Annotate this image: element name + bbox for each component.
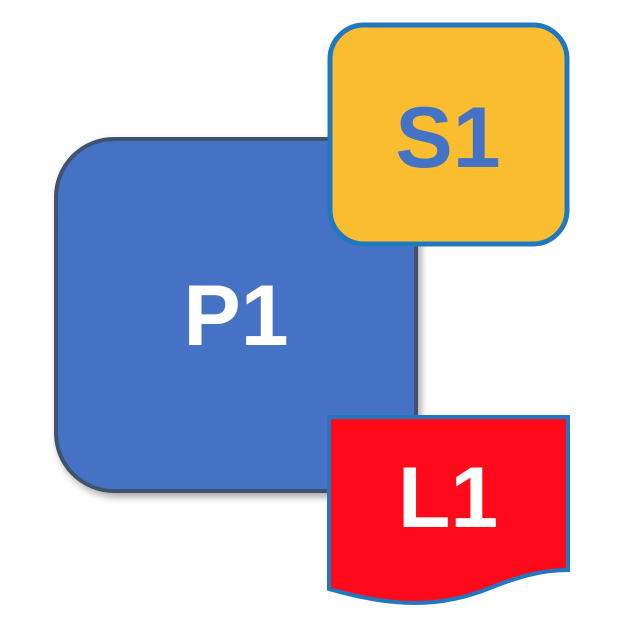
s1-label: S1 (395, 90, 500, 186)
s1-shape (327, 22, 570, 247)
l1-label: L1 (398, 450, 498, 546)
s1-node: S1 (327, 22, 570, 247)
l1-shape (327, 415, 570, 605)
p1-label: P1 (183, 268, 288, 364)
l1-node: L1 (327, 415, 570, 605)
p1-node: P1 (54, 137, 418, 493)
p1-shape (54, 137, 418, 493)
